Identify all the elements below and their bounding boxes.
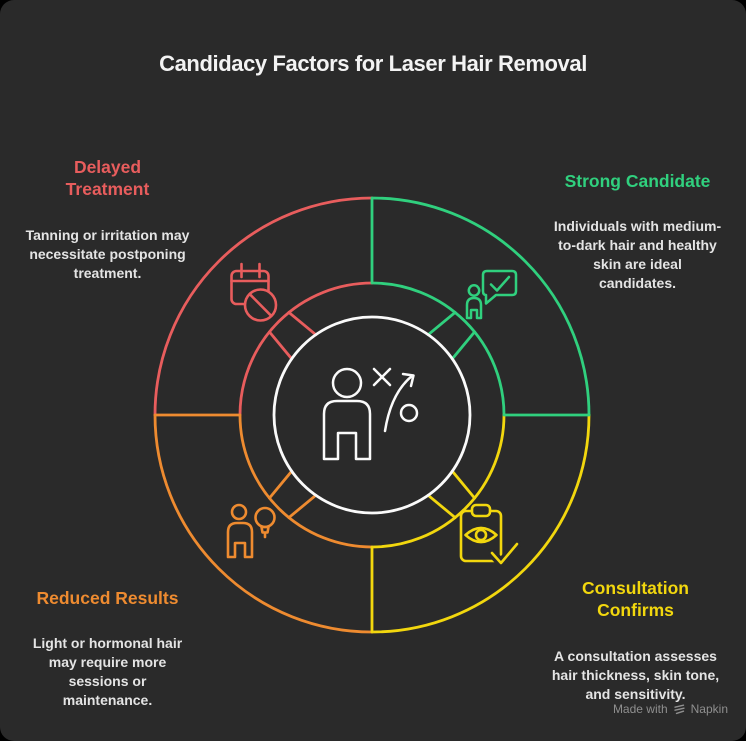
person-check-bubble-icon — [465, 269, 518, 320]
middle-ring — [238, 281, 506, 549]
notch-yellow-b — [450, 469, 476, 500]
section-delayed-treatment: Delayed Treatment Tanning or irritation … — [10, 138, 205, 301]
small-circle — [399, 403, 419, 423]
notch-green-a — [450, 330, 476, 361]
middle-arc-yellow — [370, 413, 506, 549]
outer-arc-orange — [153, 413, 374, 634]
section-heading: Consultation Confirms — [582, 578, 689, 621]
person-body — [226, 521, 254, 559]
person-head — [467, 284, 481, 297]
section-body: Individuals with medium- to-dark hair an… — [553, 218, 722, 292]
section-heading: Reduced Results — [36, 588, 179, 608]
middle-arc-orange — [238, 413, 374, 549]
person-head — [331, 367, 363, 399]
bubble-checkmark — [489, 275, 511, 292]
person-head — [230, 503, 248, 521]
person-strategy-icon — [322, 367, 419, 461]
section-body: Tanning or irritation may necessitate po… — [25, 226, 190, 281]
person-balloon-icon — [226, 503, 276, 559]
middle-arc-green — [370, 281, 506, 417]
block-slash — [248, 292, 273, 318]
outer-arc-green — [370, 196, 591, 417]
balloon — [254, 506, 276, 529]
section-consultation-confirms: Consultation Confirms A consultation ass… — [538, 559, 733, 722]
clipboard-eye-check-icon — [459, 503, 522, 568]
napkin-logo-icon — [673, 704, 685, 714]
section-heading: Strong Candidate — [564, 171, 711, 191]
calendar-tabs — [240, 262, 261, 279]
eye-outline — [464, 526, 498, 544]
notch-yellow-a — [426, 493, 457, 519]
outer-arc-red — [153, 196, 374, 417]
made-with-text: Made with — [612, 702, 668, 716]
section-heading: Delayed Treatment — [65, 157, 150, 200]
footer-credit: Made with Napkin — [613, 702, 728, 716]
arrow-head — [401, 372, 415, 388]
page-title: Candidacy Factors for Laser Hair Removal — [159, 51, 587, 76]
curved-arrow — [383, 374, 414, 433]
chevron-notches — [268, 311, 476, 519]
outer-arc-yellow — [370, 413, 591, 634]
calendar-blocked-icon — [230, 262, 278, 322]
person-body — [322, 399, 372, 461]
checkmark — [490, 542, 519, 565]
section-reduced-results: Reduced Results Light or hormonal hair m… — [10, 569, 205, 729]
notch-orange-a — [268, 469, 294, 500]
x-mark — [372, 367, 392, 387]
person-body — [465, 296, 483, 320]
brand-text: Napkin — [690, 702, 728, 716]
notch-red-a — [287, 311, 318, 337]
balloon-base — [260, 525, 270, 534]
notch-green-b — [426, 311, 457, 337]
notch-red-b — [268, 330, 294, 361]
middle-arc-red — [238, 281, 374, 417]
clipboard-clip — [470, 503, 492, 518]
notch-orange-b — [287, 493, 318, 519]
center-circle — [272, 315, 472, 515]
divider-lines — [153, 196, 591, 634]
section-strong-candidate: Strong Candidate Individuals with medium… — [540, 152, 735, 312]
section-body: Light or hormonal hair may require more … — [32, 635, 183, 709]
eye-pupil — [474, 528, 488, 542]
outer-ring — [153, 196, 591, 634]
section-body: A consultation assesses hair thickness, … — [551, 647, 720, 702]
